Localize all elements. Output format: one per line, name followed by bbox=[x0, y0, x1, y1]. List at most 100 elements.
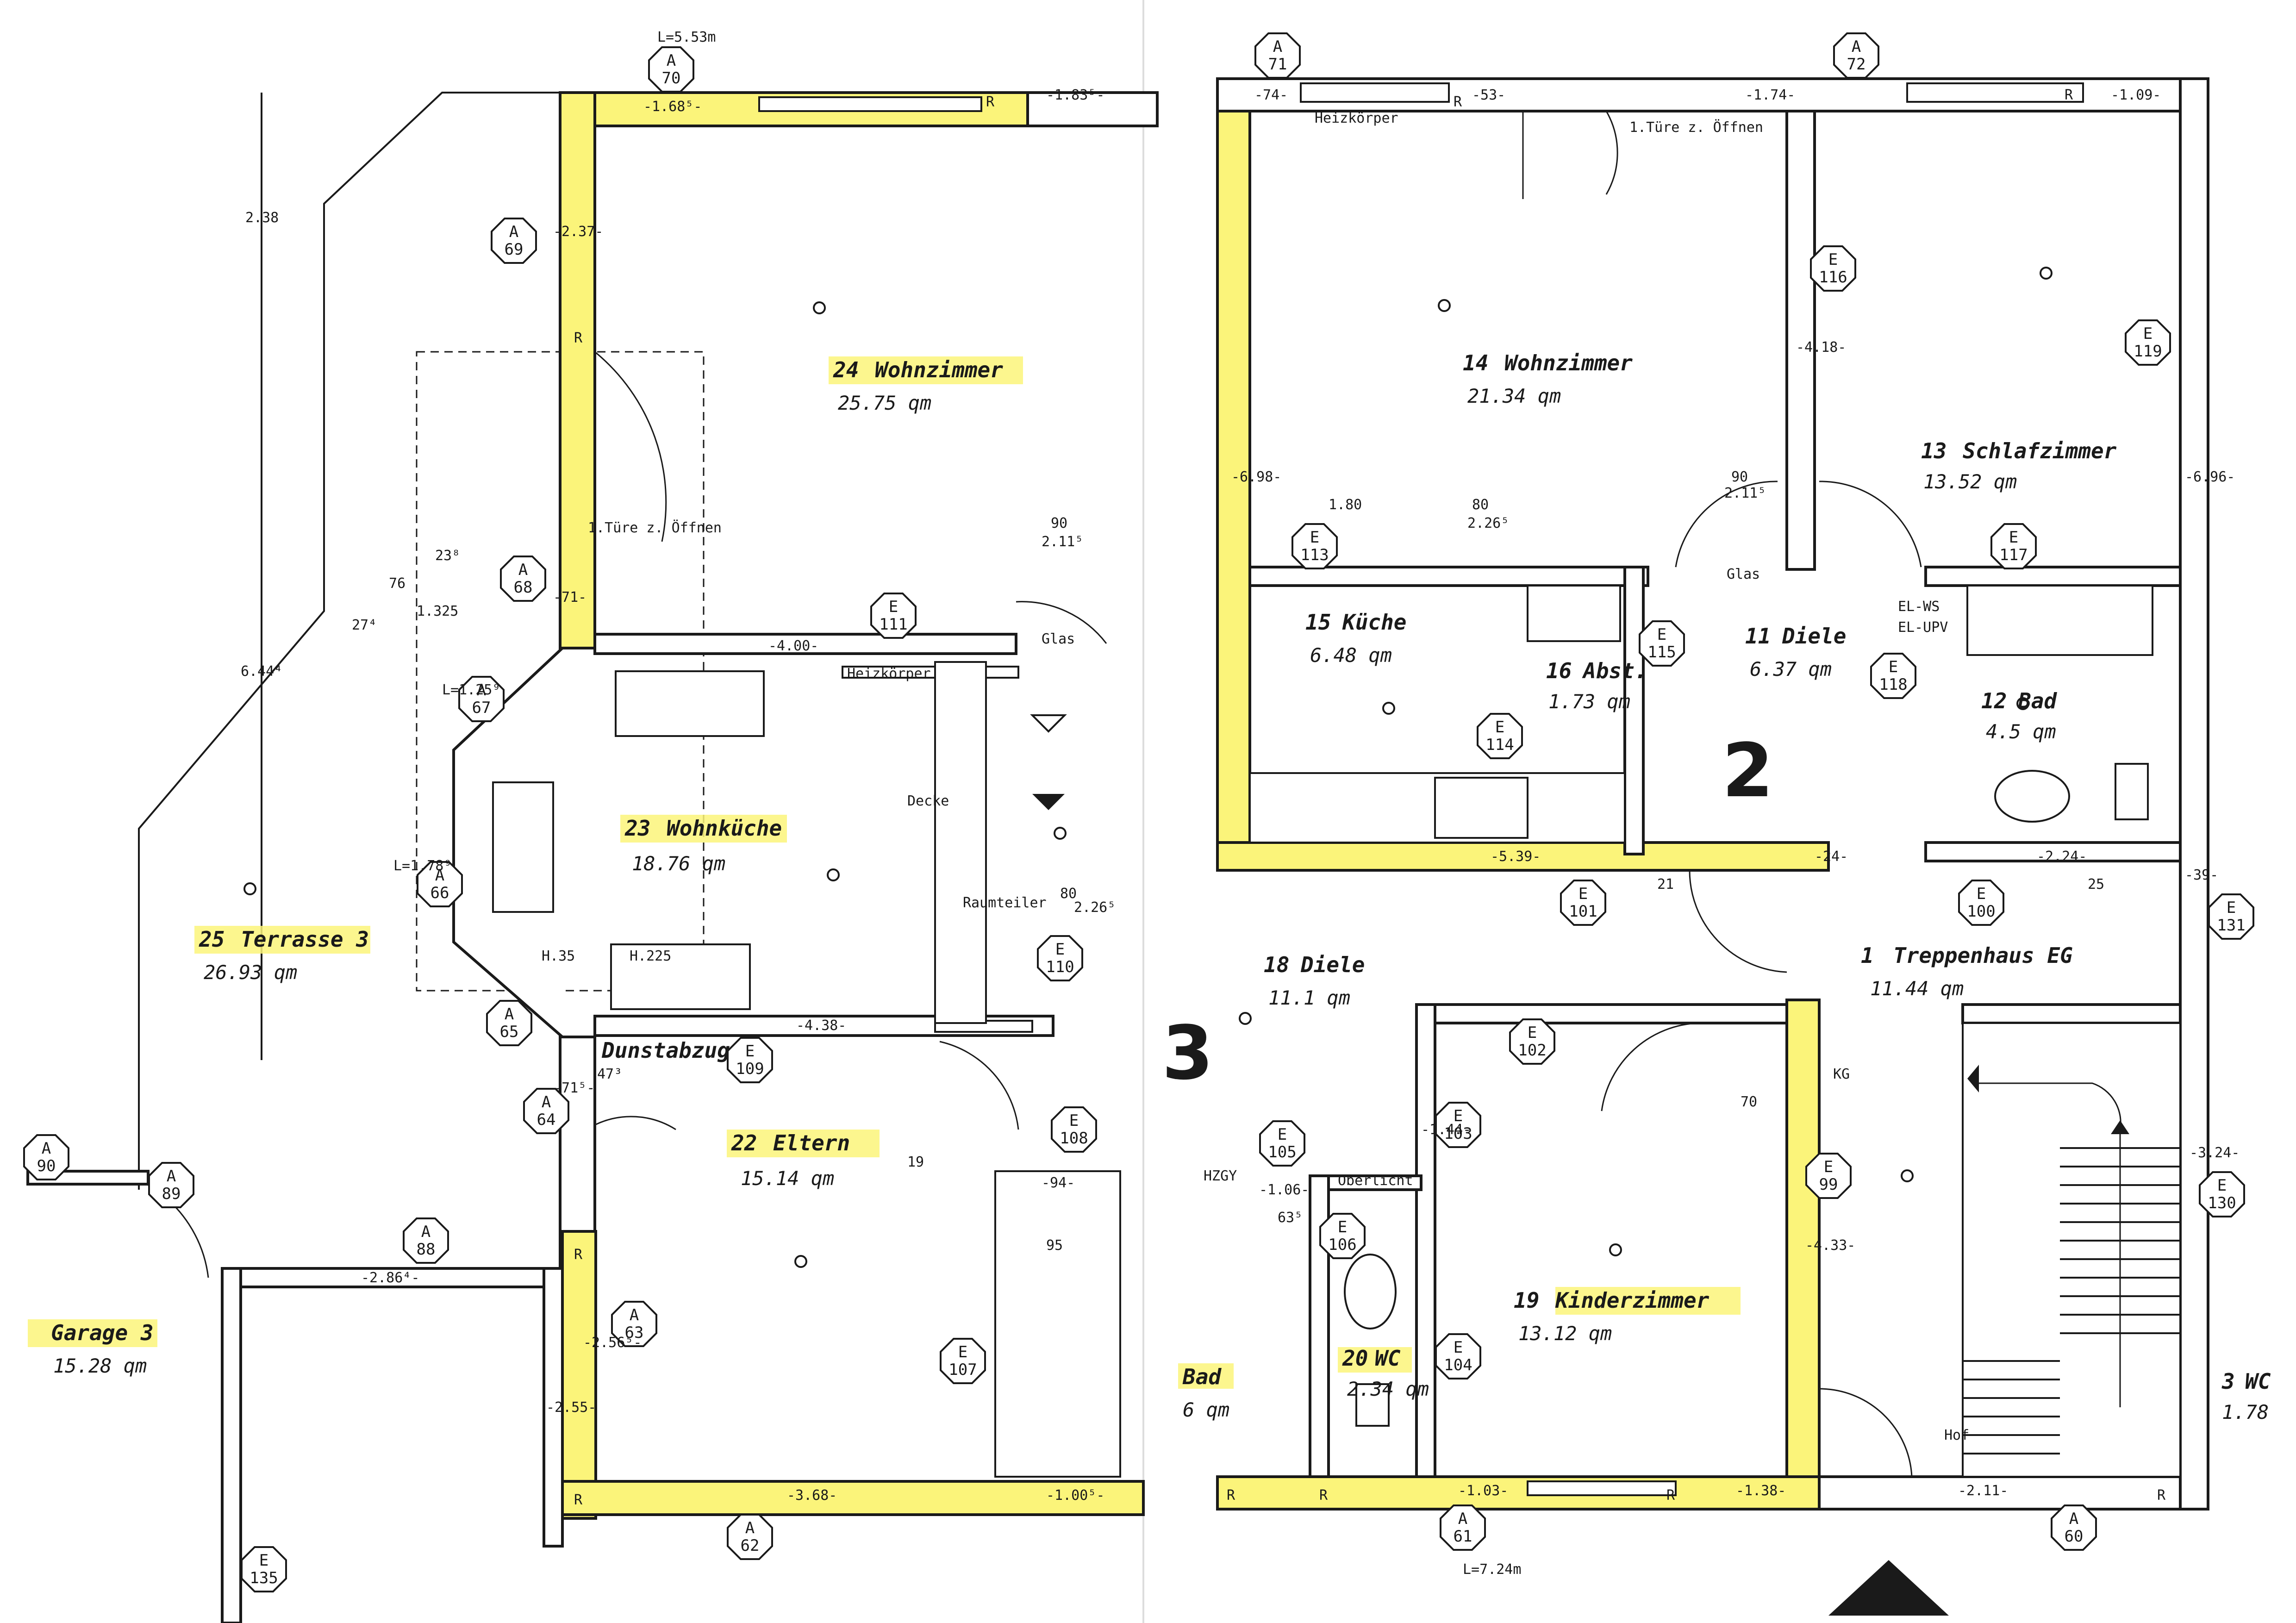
door-swing-schlafzimmer bbox=[1819, 481, 1922, 568]
dim-r-door-1: 90 bbox=[1731, 469, 1748, 485]
dim-bay-3: 76 bbox=[389, 575, 406, 592]
room-name-bad: Bad bbox=[2018, 688, 2057, 713]
dim-r-wall-1: -4.18- bbox=[1796, 339, 1846, 356]
axis-marker-octagon bbox=[1990, 523, 2037, 569]
right-notes: 1.Türe z. Öffnen Glas Heizkörper EL-WS E… bbox=[1204, 110, 1969, 1443]
wall-wc-west bbox=[1309, 1174, 1330, 1478]
dim-r-39: -39- bbox=[2185, 867, 2218, 883]
washbasin-bad bbox=[1994, 770, 2070, 823]
axis-marker-number: 111 bbox=[879, 615, 907, 634]
dim-r-wohn-1: 1.80 bbox=[1329, 497, 1362, 513]
west-wall-highlight bbox=[559, 91, 596, 649]
wall-wohnzimmer-kueche bbox=[593, 633, 1017, 655]
terrace-outline bbox=[138, 92, 560, 1190]
dim-r-door-2: 2.11⁵ bbox=[1724, 485, 1766, 501]
door-swing-kinderzimmer-inner bbox=[1601, 1022, 1699, 1111]
axis-marker-number: 62 bbox=[741, 1536, 760, 1555]
dim-length-north: L=5.53m bbox=[657, 29, 716, 45]
axis-marker-letter: E bbox=[259, 1551, 268, 1570]
dim-bath-94: -94- bbox=[1042, 1175, 1075, 1191]
axis-marker-letter: E bbox=[2009, 528, 2018, 547]
dim-north-2: -1.83⁵- bbox=[1046, 87, 1104, 103]
axis-marker: A71 bbox=[1254, 32, 1301, 79]
axis-marker-letter: E bbox=[889, 598, 898, 616]
room-number-eltern: 22 bbox=[731, 1130, 757, 1155]
note-ceiling: Decke bbox=[907, 793, 949, 809]
axis-marker-letter: A bbox=[42, 1139, 51, 1158]
dim-eltern-west: -2.56⁵- bbox=[583, 1335, 642, 1351]
axis-marker-octagon bbox=[1560, 880, 1606, 926]
radiator-kueche bbox=[842, 666, 1019, 679]
axis-marker-letter: E bbox=[1824, 1158, 1833, 1176]
axis-marker-number: 70 bbox=[662, 69, 681, 87]
dim-r-wohn-3: 2.26⁵ bbox=[1467, 515, 1509, 531]
axis-marker: A68 bbox=[500, 556, 546, 602]
note-yard: Hof bbox=[1944, 1427, 1969, 1443]
axis-marker-number: 108 bbox=[1060, 1129, 1088, 1148]
axis-marker-octagon bbox=[1319, 1213, 1366, 1259]
axis-marker-number: 88 bbox=[417, 1240, 436, 1259]
wall-kinderzimmer-east-highlight bbox=[1785, 999, 1821, 1511]
wall-tag: R bbox=[1227, 1487, 1235, 1504]
room-name-wc-right: WC bbox=[2245, 1369, 2271, 1394]
dim-bay-length-2: L=1.25⁹ bbox=[442, 682, 500, 698]
east-wall-right bbox=[2179, 77, 2209, 1511]
axis-marker: A63 bbox=[611, 1301, 657, 1347]
wall-schlafzimmer-bad bbox=[1924, 566, 2182, 587]
entrance-arrow-icon bbox=[1828, 1560, 1949, 1616]
axis-marker-octagon bbox=[648, 46, 694, 93]
axis-marker-number: 66 bbox=[430, 884, 449, 902]
room-number-bad: 12 bbox=[1981, 688, 2007, 713]
axis-marker-number: 65 bbox=[500, 1023, 519, 1041]
axis-marker-number: 90 bbox=[37, 1157, 56, 1175]
dim-r-north-2: -53- bbox=[1472, 87, 1505, 103]
axis-marker-octagon bbox=[1440, 1504, 1486, 1551]
kitchen-counter bbox=[615, 670, 765, 737]
room-number-wc-right: 3 bbox=[2221, 1369, 2235, 1394]
axis-marker-letter: E bbox=[1889, 658, 1898, 676]
dim-terrace-2: 6.44⁴ bbox=[241, 663, 282, 680]
axis-marker-number: 135 bbox=[250, 1569, 278, 1587]
axis-marker: A72 bbox=[1833, 32, 1879, 79]
axis-marker-octagon bbox=[1037, 935, 1083, 981]
dim-south-2: -1.00⁵- bbox=[1046, 1487, 1104, 1504]
axis-marker-number: 64 bbox=[537, 1111, 556, 1129]
axis-marker-octagon bbox=[500, 556, 546, 602]
unit-number-3: 3 bbox=[1162, 1010, 1213, 1096]
room-name-eltern: Eltern bbox=[773, 1130, 850, 1155]
stair-arrow-outline-icon bbox=[1030, 714, 1067, 733]
dim-r-north-3: -1.74- bbox=[1745, 87, 1795, 103]
axis-marker-letter: A bbox=[667, 51, 676, 70]
south-wall-stairs bbox=[1818, 1475, 2182, 1511]
axis-marker-octagon bbox=[1477, 713, 1523, 759]
wall-kinderzimmer-west bbox=[1415, 1003, 1436, 1478]
axis-marker-octagon bbox=[940, 1338, 986, 1384]
axis-marker-letter: A bbox=[1458, 1510, 1467, 1528]
axis-marker-number: 69 bbox=[505, 240, 524, 259]
marker-group-left: A70A69A68A67A66A65A64A63A62A90A89A88E111… bbox=[23, 46, 1097, 1592]
room-name-diele-lower: Diele bbox=[1300, 952, 1365, 977]
axis-marker-octagon bbox=[1958, 880, 2004, 926]
dim-divider-1: 80 bbox=[1060, 886, 1077, 902]
kitchen-sink-right bbox=[1434, 777, 1529, 839]
west-wall-eltern-highlight bbox=[561, 1230, 597, 1520]
axis-marker: A88 bbox=[403, 1217, 449, 1264]
wall-wohnzimmer-schlafzimmer bbox=[1785, 110, 1816, 571]
window-schlafzimmer bbox=[1906, 82, 2084, 103]
note-extractor-hood: Dunstabzug bbox=[601, 1038, 730, 1063]
room-area-eltern: 15.14 qm bbox=[741, 1167, 834, 1190]
garage-north-wall bbox=[221, 1267, 564, 1288]
axis-marker-octagon bbox=[870, 593, 917, 639]
axis-marker-letter: E bbox=[2143, 325, 2152, 343]
door-swing-kinderzimmer bbox=[1689, 870, 1787, 973]
dim-bath-95: 95 bbox=[1046, 1237, 1063, 1254]
dim-dunstabzug: 47³ bbox=[597, 1066, 622, 1082]
wall-tag: R bbox=[2065, 87, 2073, 103]
axis-marker-number: 115 bbox=[1647, 643, 1676, 662]
